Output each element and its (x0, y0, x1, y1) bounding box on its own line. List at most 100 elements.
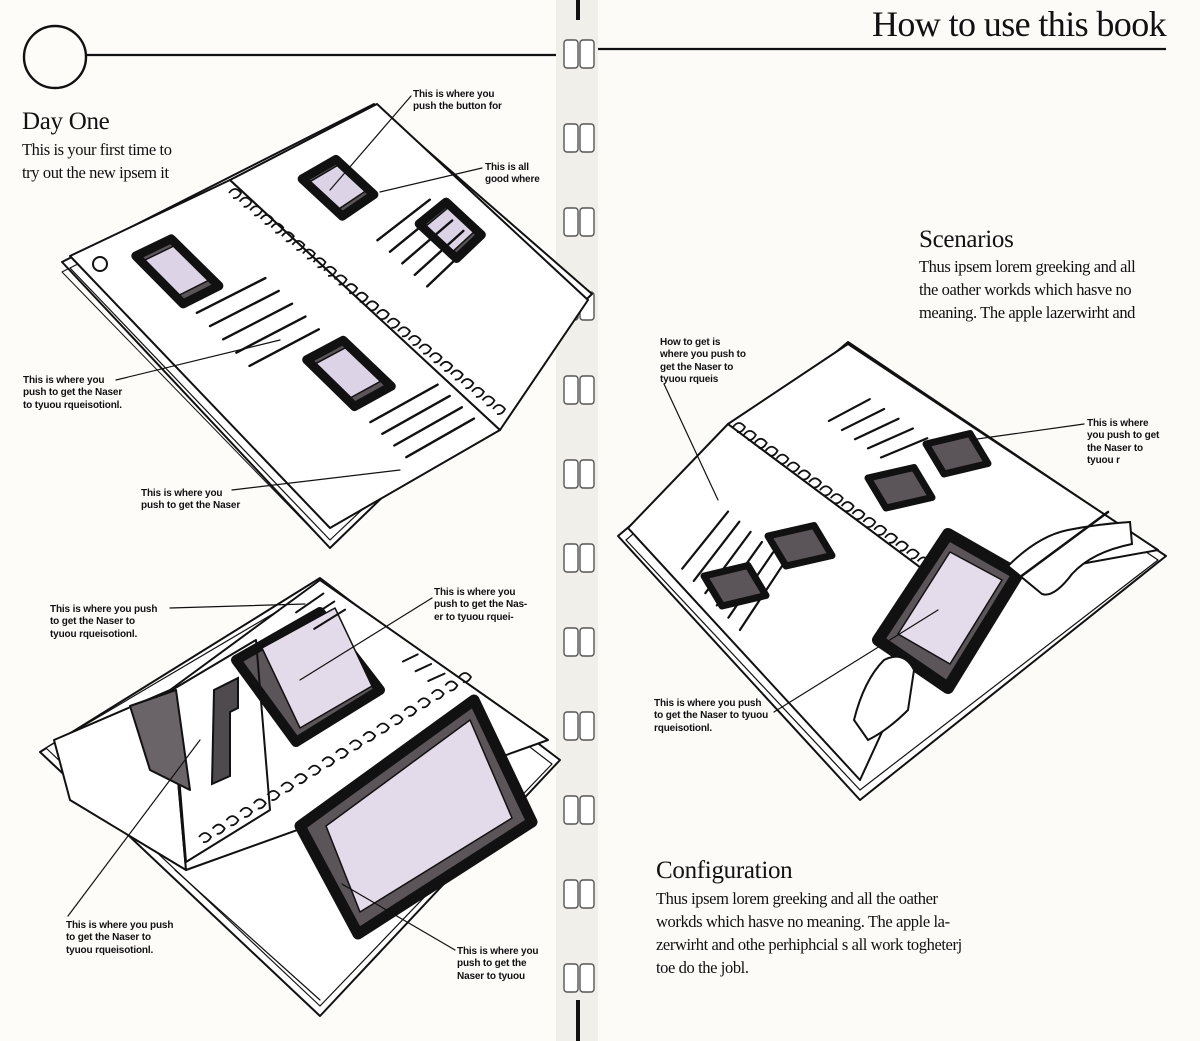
spiral-binding (556, 0, 598, 1041)
sheet-clip (210, 676, 239, 786)
callout-6: This is where you push to get the Nas- e… (434, 587, 527, 624)
callout-line: This is all (485, 162, 529, 173)
binding-slot (563, 711, 579, 741)
binder-spiral-coil (225, 815, 240, 827)
binder-spiral-coil (389, 714, 404, 726)
callout-line: tyuou rqueisotionl. (50, 628, 138, 640)
sleeve (864, 464, 936, 512)
text-line (866, 427, 914, 450)
page-title: How to use this book (872, 4, 1167, 44)
text-line (401, 219, 454, 265)
binder-spiral-coil (895, 540, 909, 552)
text-line (369, 383, 439, 424)
callout-7: This is where you push to get the Naser … (66, 920, 173, 957)
text-line (413, 229, 465, 277)
text-line (235, 315, 307, 354)
text-line (295, 592, 325, 614)
binder-spiral-coil (481, 395, 496, 407)
callout-line: good where (485, 174, 540, 186)
sleeve-screen (309, 164, 366, 210)
scenarios-body: Thus ipsem lorem greeking and all the oa… (919, 255, 1136, 324)
binder-spiral-coil (259, 214, 274, 225)
sleeve-large-screen (325, 719, 513, 913)
binding-spine-mark (576, 1000, 580, 1041)
sleeve (922, 430, 992, 478)
sleeve (764, 522, 836, 570)
right-hand (1006, 520, 1134, 596)
leader-line (169, 603, 306, 609)
callout-line: tyuou rqueisotionl. (66, 944, 154, 956)
binder-spiral-coil (335, 747, 349, 759)
binder-spiral-coil (355, 291, 369, 303)
leader-line (67, 739, 201, 917)
callout-1: This is where you push the button for (413, 89, 502, 114)
callout-line: push the button for (413, 101, 502, 113)
binding-spine-mark (576, 0, 580, 20)
binder-spiral-coil (471, 386, 485, 398)
day-one-body: This is your first time to try out the n… (22, 138, 172, 184)
binding-slot (579, 543, 595, 573)
binder-spiral-coil (270, 222, 285, 234)
callout-line: get the Naser to (660, 361, 734, 373)
binder-spiral-coil (266, 790, 281, 801)
header-rules (22, 24, 1166, 90)
binder-spiral-coil (211, 823, 226, 835)
text-line (405, 417, 476, 459)
binder-spiral-coil (753, 437, 768, 449)
binder-spiral-coil (430, 688, 445, 700)
binding-slot (563, 459, 579, 489)
binding-slot (579, 375, 595, 405)
configuration-line: zerwirht and othe perhiphcial s all work… (656, 935, 962, 954)
binding-slot (579, 627, 595, 657)
leader-line (115, 339, 281, 381)
callout-line: This is where you (457, 946, 539, 957)
configuration-body: Thus ipsem lorem greeking and all the oa… (656, 887, 962, 979)
leader-line (379, 167, 483, 193)
text-line (381, 394, 451, 436)
stylus (1006, 510, 1110, 588)
binder-spiral-coil (321, 756, 336, 768)
binder-spiral-coil (344, 283, 359, 295)
leader-line (969, 423, 1085, 441)
callout-line: you push to get (1087, 430, 1160, 442)
binder-spiral-coil (458, 672, 473, 684)
binder-spiral-coil (249, 205, 264, 217)
text-line (388, 208, 443, 253)
binder-spiral-coil (862, 516, 877, 528)
binder-spiral-coil (439, 360, 454, 372)
callout-line: the Naser to (1087, 442, 1143, 454)
circle-marker-icon (22, 24, 88, 90)
binder-spiral-coil (732, 422, 747, 434)
binder-spiral-coil (819, 485, 833, 497)
callout-10: This is where you push to get the Naser … (1087, 418, 1159, 468)
callout-line: push to get the Naser (23, 387, 123, 399)
leader-line (341, 883, 456, 951)
callout-line: to tyuou rqueisotionl. (23, 399, 122, 411)
scenarios-line: Thus ipsem lorem greeking and all (919, 257, 1136, 276)
binder-spiral-coil (348, 739, 363, 751)
binder-spiral-coil (403, 705, 418, 717)
text-line (248, 328, 320, 368)
day-one-heading: Day One (22, 108, 110, 135)
callout-line: This is where (1087, 418, 1149, 429)
binder-spiral-coil (302, 248, 316, 260)
callout-line: er to tyuou rquei- (434, 611, 514, 623)
leader-line (231, 469, 401, 491)
binding-slot (563, 207, 579, 237)
illustration-open-sleeve (39, 577, 561, 1017)
callout-line: tyuou r (1087, 455, 1120, 467)
day-one-line: try out the new ipsem it (22, 163, 169, 182)
text-line (879, 437, 929, 459)
binding-slot (579, 123, 595, 153)
callout-line: This is where you (141, 488, 223, 499)
day-one-line: This is your first time to (22, 140, 172, 159)
callout-line: rqueisotionl. (654, 722, 713, 734)
binder-spiral-coil (851, 509, 866, 520)
callout-4: This is where you push to get the Naser (141, 488, 240, 513)
binding-slot (579, 459, 595, 489)
callout-line: push to get the Naser (141, 500, 241, 512)
binder-spiral-coil (238, 196, 253, 208)
binder-spiral-coil (253, 798, 267, 810)
configuration-line: toe do the jobl. (656, 958, 749, 977)
text-line (313, 608, 347, 630)
